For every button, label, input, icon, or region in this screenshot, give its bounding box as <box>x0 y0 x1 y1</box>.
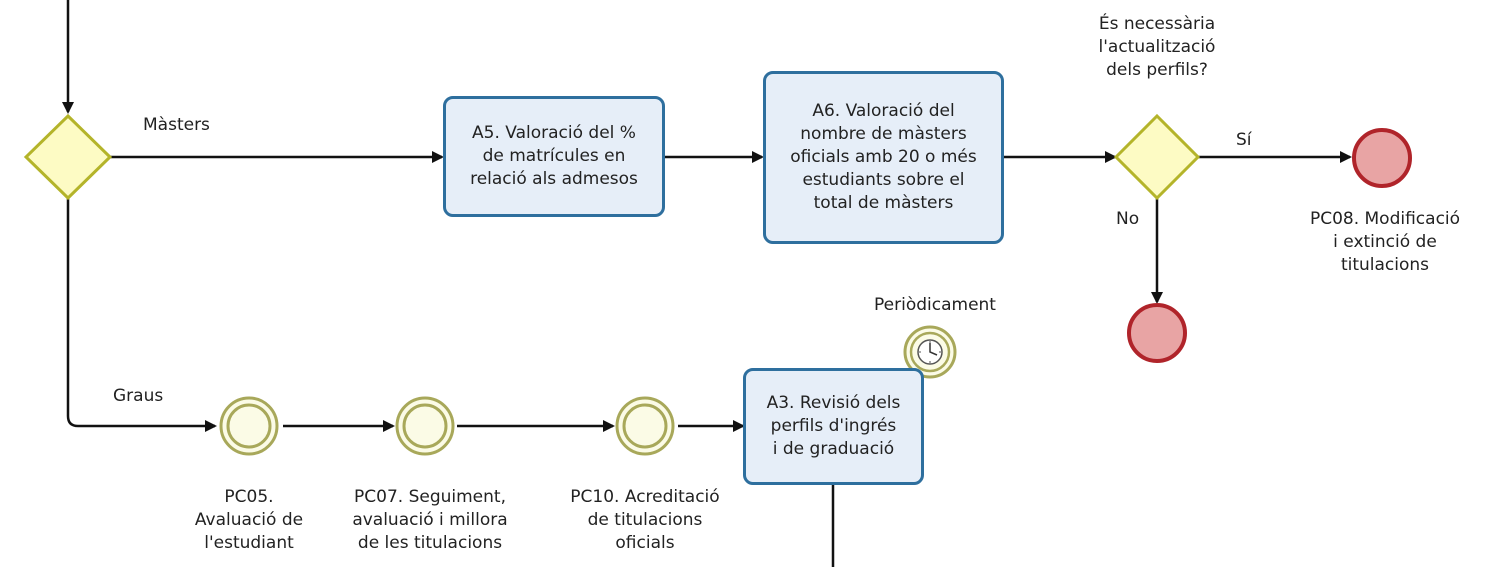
split-gateway <box>23 113 113 201</box>
gateway-question: És necessària l'actualització dels perfi… <box>1098 14 1216 80</box>
label-masters: Màsters <box>143 115 210 135</box>
end-event-pc08 <box>1352 128 1412 188</box>
label-pc05: PC05. Avaluació de l'estudiant <box>194 487 304 553</box>
intermediate-event-pc05 <box>219 396 279 456</box>
label-no: No <box>1116 209 1140 229</box>
task-a6: A6. Valoració del nombre de màsters ofic… <box>763 71 1004 244</box>
label-pc07: PC07. Seguiment, avaluació i millora de … <box>352 487 508 553</box>
flow-graus <box>66 198 217 432</box>
intermediate-event-pc07 <box>395 396 455 456</box>
label-pc08: PC08. Modificació i extinció de titulaci… <box>1309 209 1461 275</box>
task-a5: A5. Valoració del % de matrícules en rel… <box>443 96 665 217</box>
label-periodicament: Periòdicament <box>874 295 996 315</box>
end-event-no <box>1127 303 1187 363</box>
intermediate-event-pc10 <box>615 396 675 456</box>
label-si: Sí <box>1236 130 1252 150</box>
task-a3: A3. Revisió dels perfils d'ingrés i de g… <box>743 368 924 485</box>
timer-event-icon <box>903 325 957 379</box>
label-graus: Graus <box>113 386 164 406</box>
update-profiles-gateway <box>1113 113 1201 201</box>
label-pc10: PC10. Acreditació de titulacions oficial… <box>570 487 720 553</box>
